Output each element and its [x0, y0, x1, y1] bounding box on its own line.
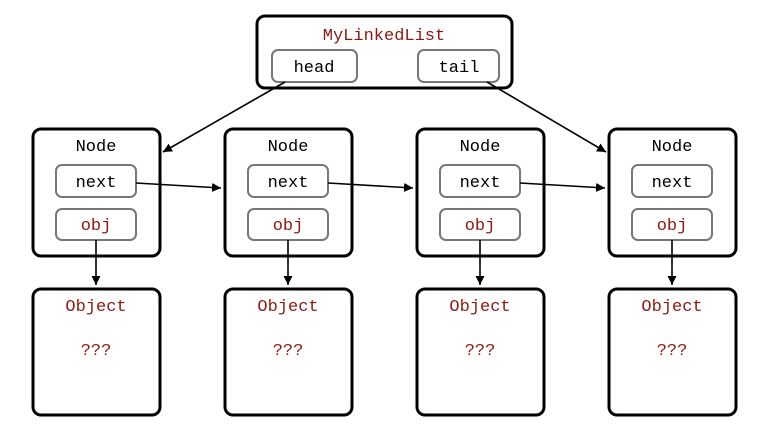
node-title: Node [76, 138, 117, 157]
object-value: ??? [465, 342, 496, 361]
object-box: Object ??? [31, 287, 162, 417]
next-arrow [135, 182, 222, 192]
tail-label: tail [439, 59, 480, 78]
next-label: next [460, 174, 501, 193]
head-field: head [271, 49, 358, 83]
node-box: Node next obj [415, 127, 546, 258]
object-title: Object [65, 298, 126, 317]
node-title: Node [652, 138, 693, 157]
linked-list-title: MyLinkedList [323, 27, 445, 46]
object-value: ??? [81, 342, 112, 361]
next-label: next [268, 174, 309, 193]
node-title: Node [268, 138, 309, 157]
object-value: ??? [273, 342, 304, 361]
obj-label: obj [273, 217, 304, 236]
obj-label: obj [81, 217, 112, 236]
head-arrow [162, 81, 286, 153]
node-box: Node next obj [223, 127, 354, 258]
next-label: next [76, 174, 117, 193]
obj-label: obj [465, 217, 496, 236]
object-title: Object [449, 298, 510, 317]
tail-field: tail [417, 49, 500, 83]
next-arrow [327, 182, 414, 192]
node-title: Node [460, 138, 501, 157]
node-box: Node next obj [607, 127, 738, 258]
object-value: ??? [657, 342, 688, 361]
next-label: next [652, 174, 693, 193]
object-title: Object [257, 298, 318, 317]
object-title: Object [641, 298, 702, 317]
head-label: head [294, 59, 335, 78]
obj-label: obj [657, 217, 688, 236]
node-box: Node next obj [31, 127, 162, 258]
object-box: Object ??? [415, 287, 546, 417]
object-box: Object ??? [223, 287, 354, 417]
tail-arrow [486, 81, 607, 153]
linked-list-box: MyLinkedList head tail [255, 14, 514, 90]
next-arrow [519, 182, 606, 192]
object-box: Object ??? [607, 287, 738, 417]
